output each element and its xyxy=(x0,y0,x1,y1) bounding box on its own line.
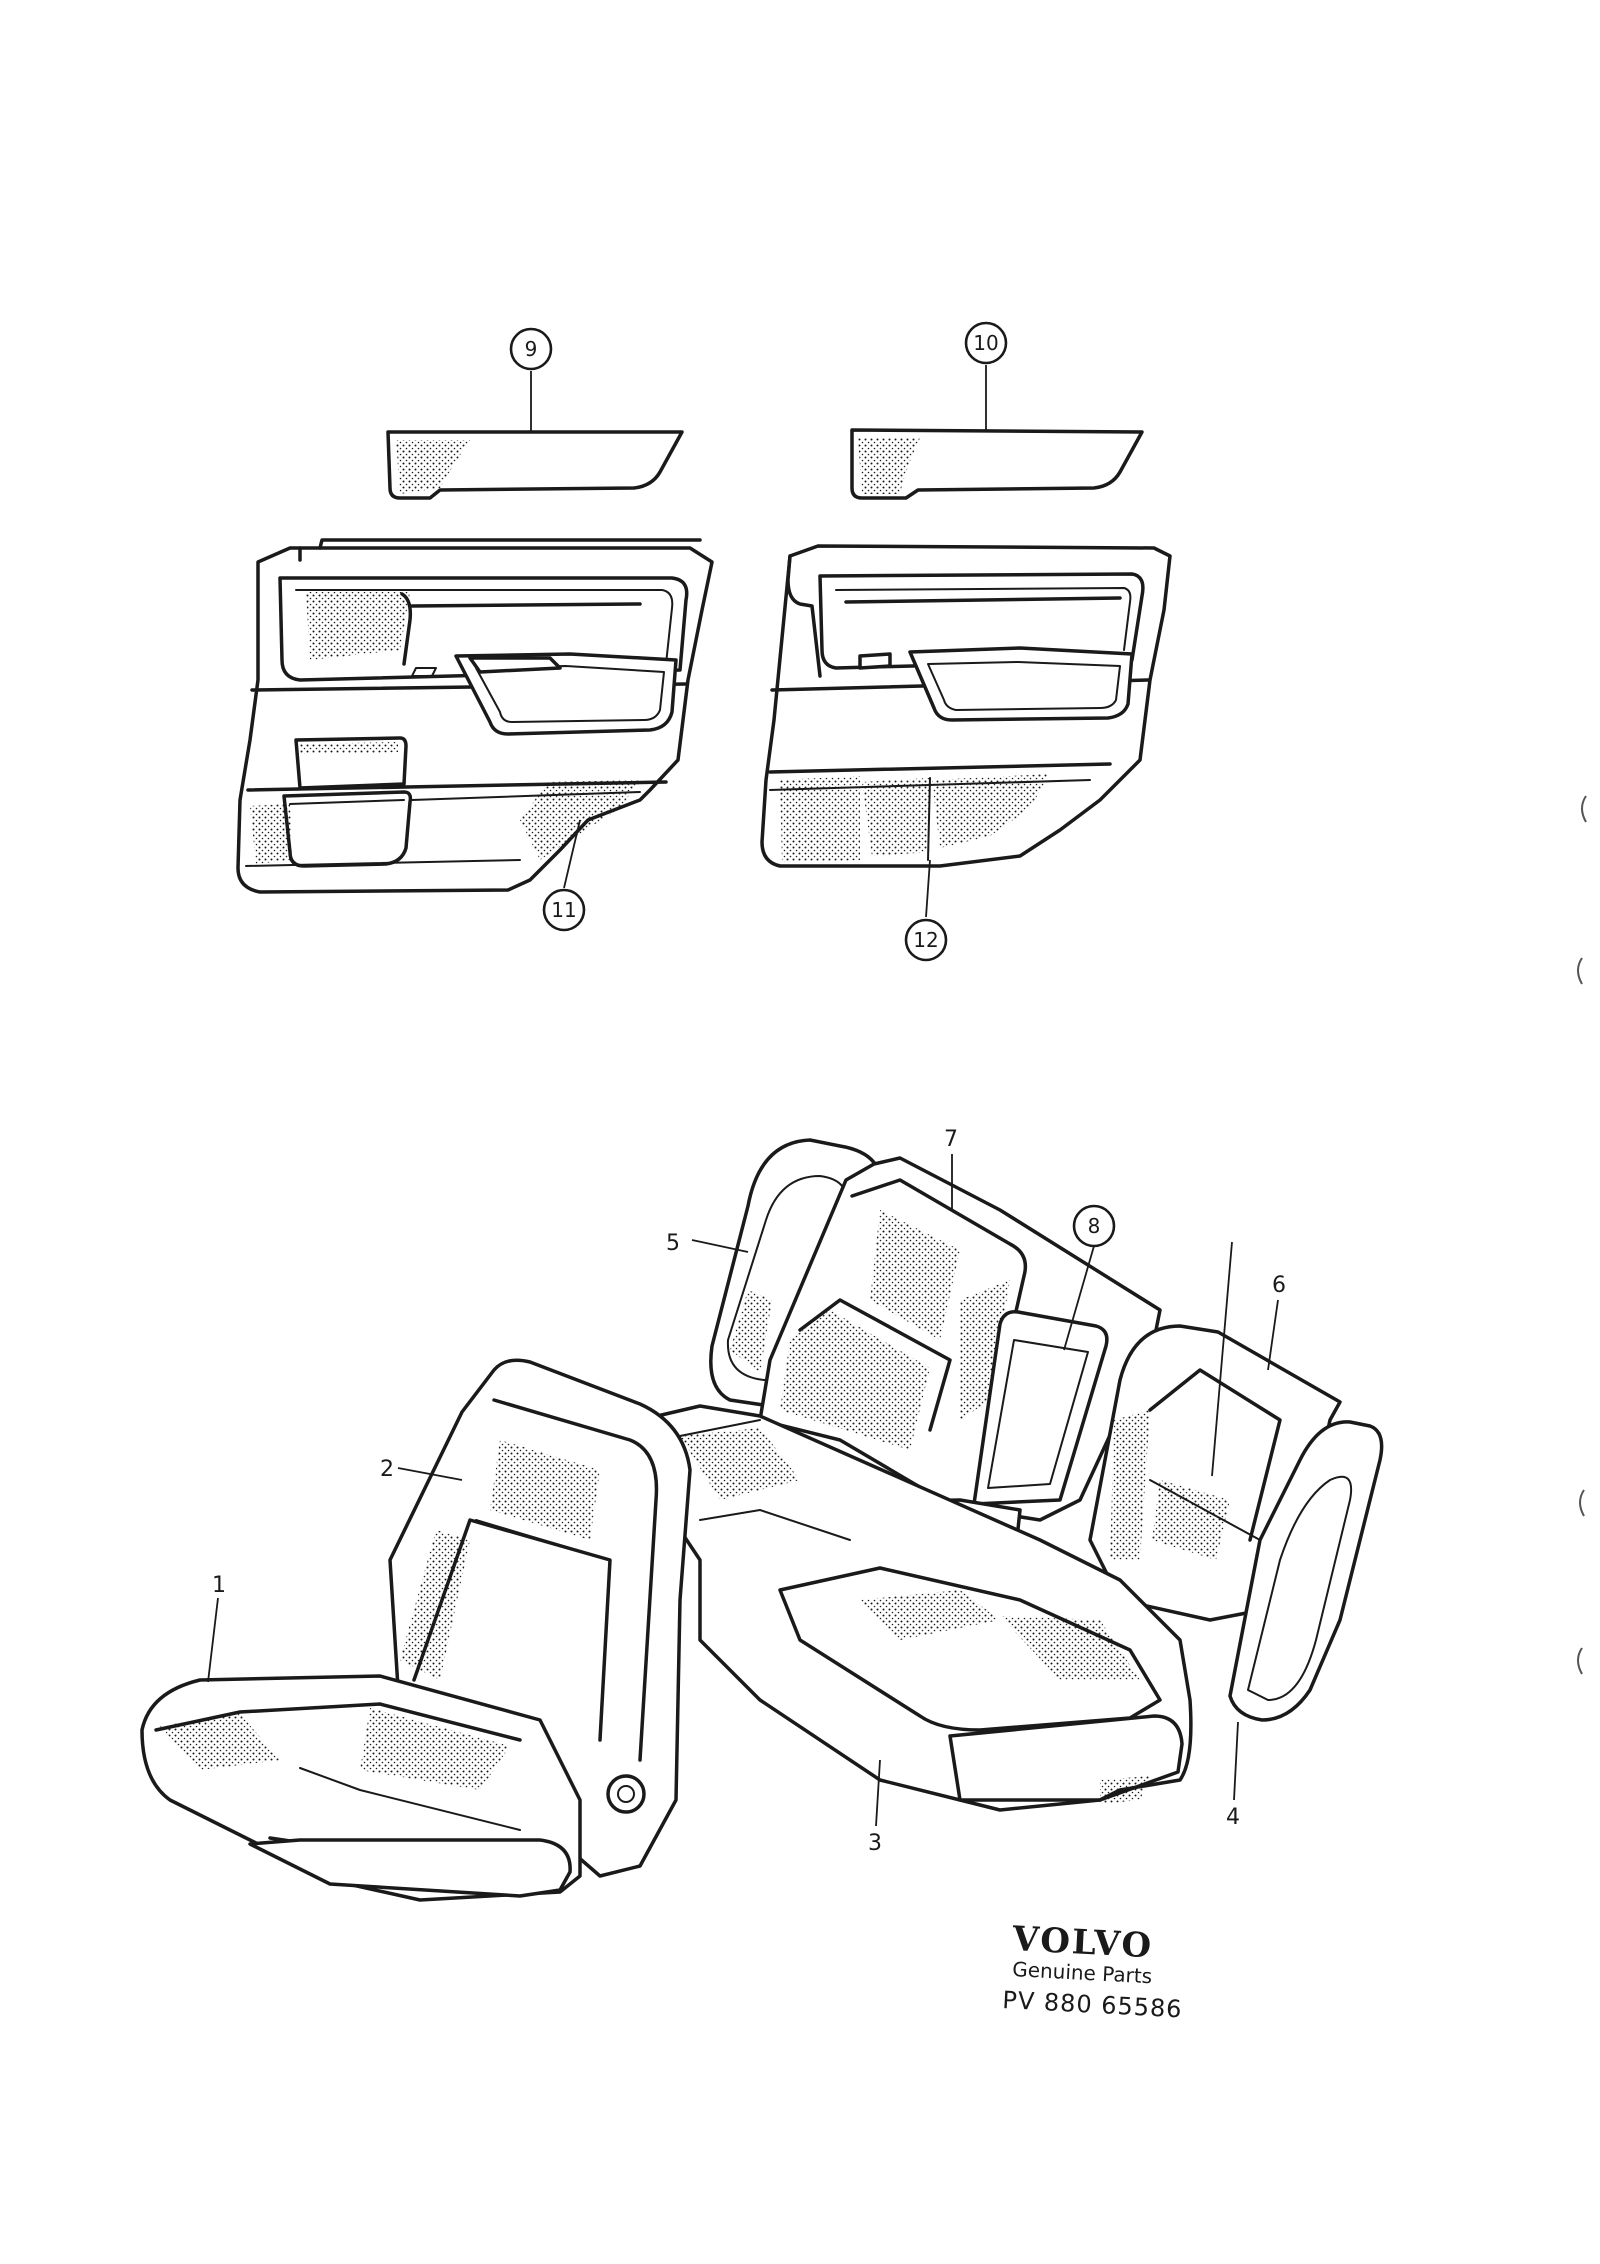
callout-11-label: 11 xyxy=(551,898,576,922)
volvo-logo: VOLVO xyxy=(1011,1919,1155,1966)
branding-block: VOLVO Genuine Parts PV 880 65586 xyxy=(1002,1919,1184,2023)
callout-6-label: 6 xyxy=(1272,1273,1286,1298)
callout-8-label: 8 xyxy=(1088,1214,1101,1238)
callout-10-label: 10 xyxy=(973,331,998,355)
door-panel-right xyxy=(760,544,1172,868)
rear-seat-assembly xyxy=(638,1138,1384,1812)
callout-5-label: 5 xyxy=(666,1231,680,1256)
callout-9-label: 9 xyxy=(525,337,538,361)
armrest-pad-left xyxy=(386,430,684,500)
part-code: PV 880 65586 xyxy=(1002,1986,1184,2023)
callout-11: 11 xyxy=(542,888,586,932)
callout-12: 12 xyxy=(904,918,948,962)
callout-7-label: 7 xyxy=(944,1127,958,1152)
door-panel-left xyxy=(236,538,714,894)
callout-4-label: 4 xyxy=(1226,1805,1240,1830)
armrest-pad-right xyxy=(850,428,1144,500)
callout-3-label: 3 xyxy=(868,1831,882,1856)
leader-lines xyxy=(207,365,1279,1827)
callout-9: 9 xyxy=(509,327,553,371)
callout-10: 10 xyxy=(964,321,1008,365)
scan-marks xyxy=(1577,795,1587,1675)
callout-2-label: 2 xyxy=(380,1457,394,1482)
front-seat-assembly xyxy=(140,1358,692,1902)
callout-12-label: 12 xyxy=(913,928,938,952)
callout-8: 8 xyxy=(1072,1204,1116,1248)
callout-1-label: 1 xyxy=(212,1573,226,1598)
